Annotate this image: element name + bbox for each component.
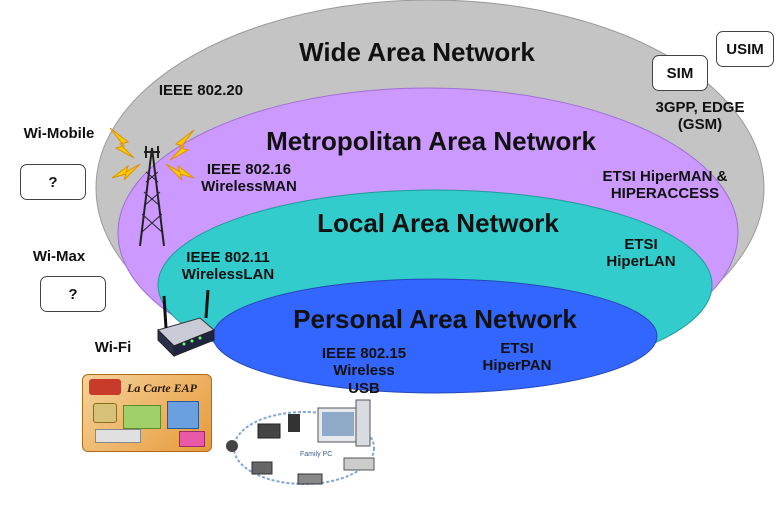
etsi-hiperpan-label: ETSI HiperPAN	[472, 340, 562, 375]
etsi-hiperpan-line2: HiperPAN	[482, 357, 552, 375]
sim-card: SIM	[652, 55, 708, 91]
ieee-80211-label: IEEE 802.11 WirelessLAN	[172, 249, 284, 284]
ieee-80211-line2: WirelessLAN	[181, 266, 275, 284]
ieee-80216-label: IEEE 802.16 WirelessMAN	[190, 161, 308, 196]
3gpp-line2: (GSM)	[677, 116, 723, 134]
ieee-80215-label: IEEE 802.15 Wireless USB	[305, 345, 423, 397]
pan-devices-icon: Family PC	[226, 399, 375, 485]
svg-text:Family PC: Family PC	[300, 451, 332, 458]
etsi-hiperlan-line1: ETSI	[624, 236, 658, 253]
ieee-80215-line3: USB	[348, 379, 380, 397]
etsi-hiperman-line1: ETSI HiperMAN &	[602, 168, 728, 185]
wi-max-label: Wi-Max	[32, 248, 86, 265]
eap-card-title: La Carte EAP	[127, 381, 198, 395]
etsi-hiperman-label: ETSI HiperMAN & HIPERACCESS	[577, 168, 753, 203]
pan-ellipse	[212, 278, 658, 394]
pan-label: Personal Area Network	[293, 304, 577, 334]
lan-label: Local Area Network	[317, 208, 559, 238]
ieee-80216-line1: IEEE 802.16	[206, 161, 292, 178]
etsi-hiperlan-label: ETSI HiperLAN	[594, 236, 688, 271]
3gpp-line1: 3GPP, EDGE	[655, 99, 745, 116]
ieee-80220-label: IEEE 802.20	[158, 82, 244, 99]
wi-mobile-label: Wi-Mobile	[23, 125, 95, 142]
unknown-tech-box-2: ?	[40, 276, 106, 312]
ieee-80211-line1: IEEE 802.11	[186, 249, 270, 266]
antenna-tower-icon	[109, 127, 195, 247]
ieee-80216-line2: WirelessMAN	[201, 178, 297, 196]
3gpp-label: 3GPP, EDGE (GSM)	[638, 99, 762, 134]
wi-fi-label: Wi-Fi	[94, 339, 132, 356]
ieee-80215-line1: IEEE 802.15	[321, 345, 407, 362]
unknown-tech-box-1: ?	[20, 164, 86, 200]
usim-card: USIM	[716, 31, 774, 67]
wifi-router-icon	[157, 289, 215, 358]
etsi-hiperpan-line1: ETSI	[500, 340, 534, 357]
ieee-80215-line2: Wireless	[333, 362, 395, 380]
etsi-hiperlan-line2: HiperLAN	[606, 253, 676, 271]
man-label: Metropolitan Area Network	[266, 126, 596, 156]
wan-label: Wide Area Network	[299, 37, 535, 67]
etsi-hiperman-line2: HIPERACCESS	[610, 185, 720, 203]
eap-card-icon: La Carte EAP	[82, 374, 212, 452]
